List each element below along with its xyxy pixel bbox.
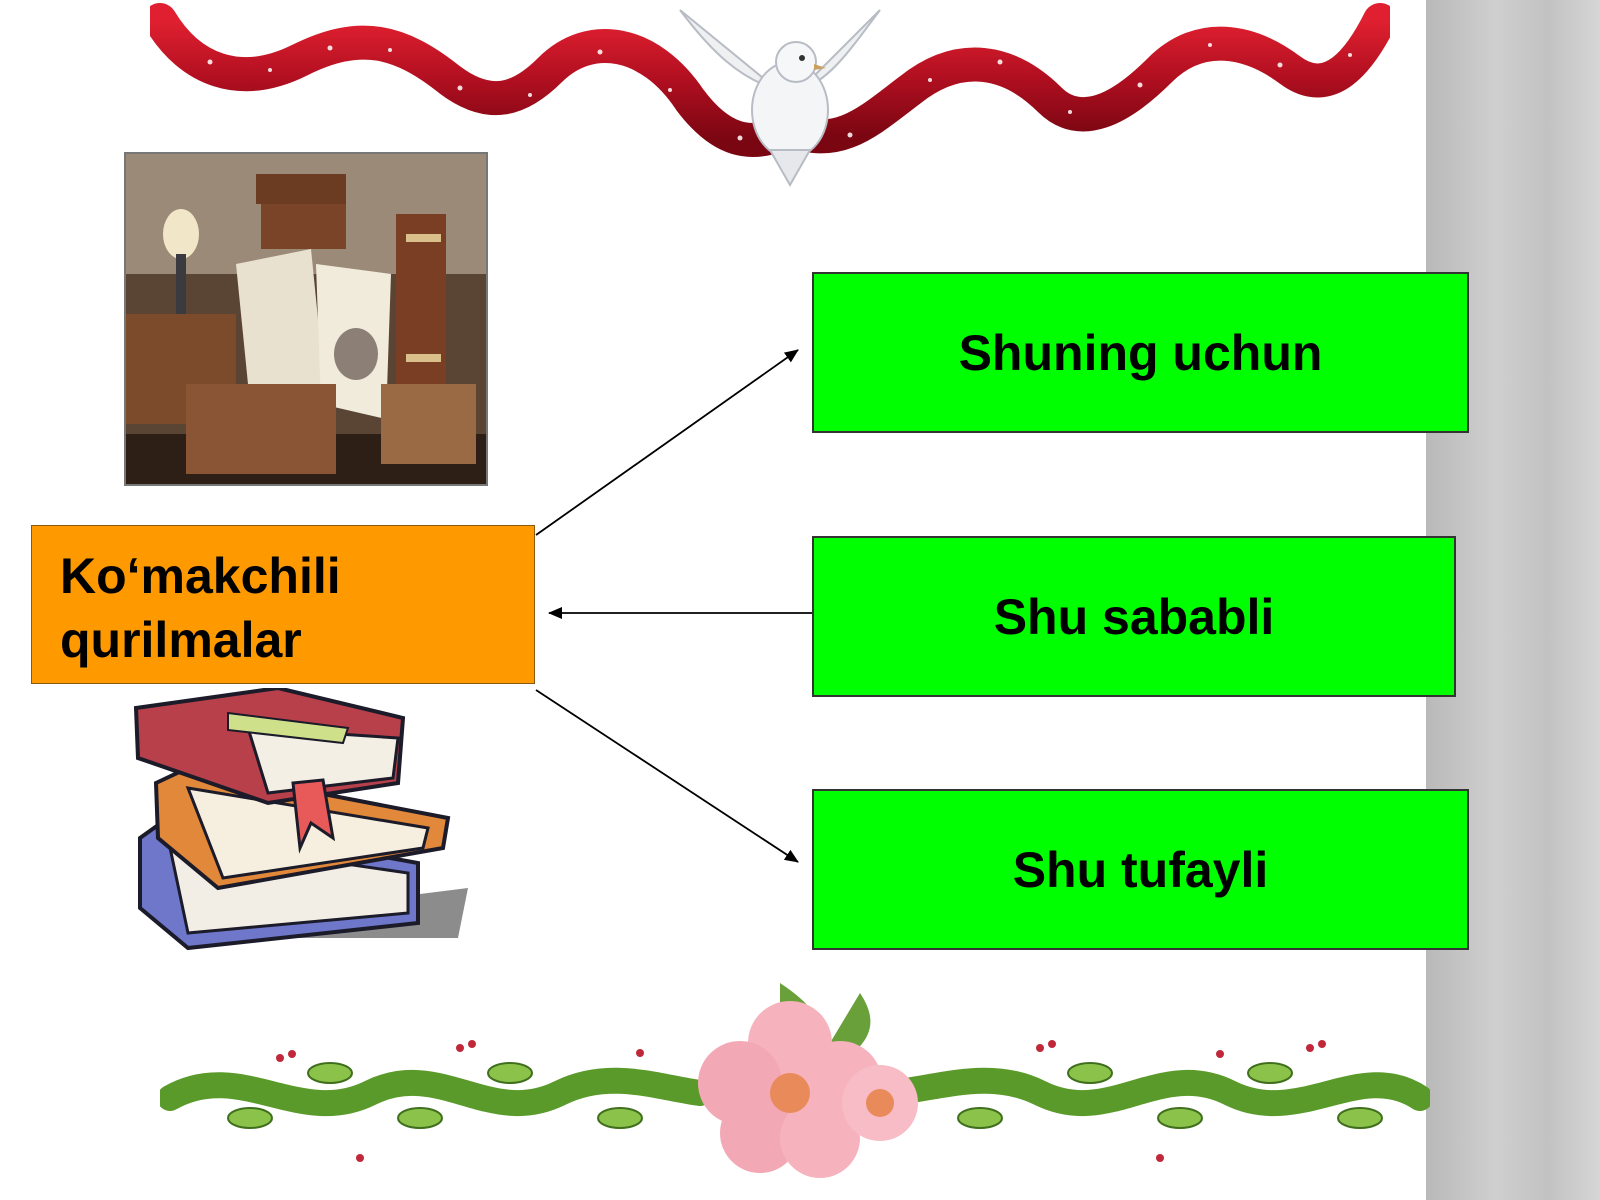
garland-berries [276, 1040, 1326, 1162]
antique-books-illustration [126, 154, 486, 484]
target-node-label: Shu sababli [993, 588, 1275, 645]
dove-icon [679, 9, 881, 188]
ribbon-right [773, 3, 1390, 154]
ribbon-left [150, 3, 807, 157]
antique-books-photo [124, 152, 488, 486]
arrow-to-shu-tufayli [535, 689, 799, 863]
target-node-shu-tufayli: Shu tufayli [812, 789, 1469, 950]
garland-vines [160, 1067, 1430, 1117]
ribbon-sparkles [207, 43, 1352, 141]
floral-garland-decoration [160, 983, 1430, 1178]
target-node-label: Shu tufayli [1012, 841, 1269, 898]
source-node-komakchili-qurilmalar: Ko‘makchili qurilmalar [31, 525, 535, 684]
arrow-to-shuning-uchun [535, 349, 799, 536]
ribbon-dove-decoration [150, 3, 1390, 188]
target-node-label: Shuning uchun [958, 324, 1323, 381]
book-red [133, 688, 406, 854]
target-node-shu-sababli: Shu sababli [812, 536, 1456, 697]
source-node-label: Ko‘makchili qurilmalar [60, 548, 341, 668]
pink-flower-icon [698, 983, 918, 1178]
target-node-shuning-uchun: Shuning uchun [812, 272, 1469, 433]
stack-of-books-clipart [133, 688, 468, 951]
garland-leaves [227, 1062, 1383, 1129]
